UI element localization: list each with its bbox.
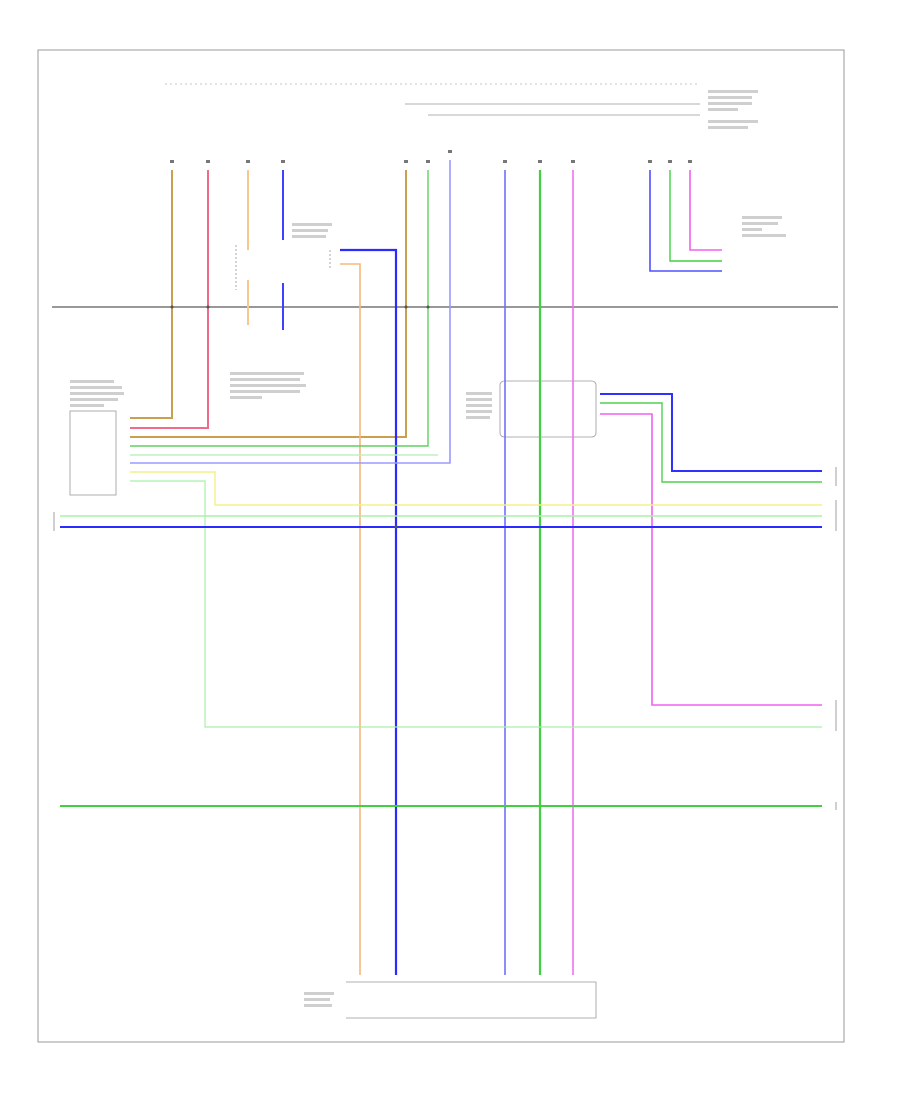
wire-magenta-right	[600, 413, 822, 706]
wire-green-tr	[669, 170, 722, 262]
wire-tan-2	[130, 170, 407, 438]
wire-pink-1	[130, 170, 209, 429]
left-module-box	[69, 410, 117, 496]
wire-lavender-1	[130, 160, 451, 464]
wire-lightgreen-long	[130, 480, 822, 728]
illegible-labels	[70, 90, 786, 1007]
wire-blue-long	[340, 248, 398, 975]
wire-magenta-tr	[689, 170, 722, 251]
wire-yellow	[130, 471, 822, 506]
splice-dots	[170, 305, 430, 529]
center-module-box	[499, 380, 597, 438]
wire-blue-tr	[649, 170, 722, 272]
bottom-connector-box	[346, 981, 597, 1019]
right-terminals	[53, 467, 837, 810]
wire-green-1	[130, 170, 429, 447]
pin-markers	[170, 150, 692, 163]
wire-orange-3	[340, 263, 361, 975]
wire-tan-1	[130, 170, 173, 419]
diagram-frame	[37, 49, 845, 1043]
wire-blue-right	[600, 393, 822, 472]
wire-green-right	[600, 402, 822, 483]
